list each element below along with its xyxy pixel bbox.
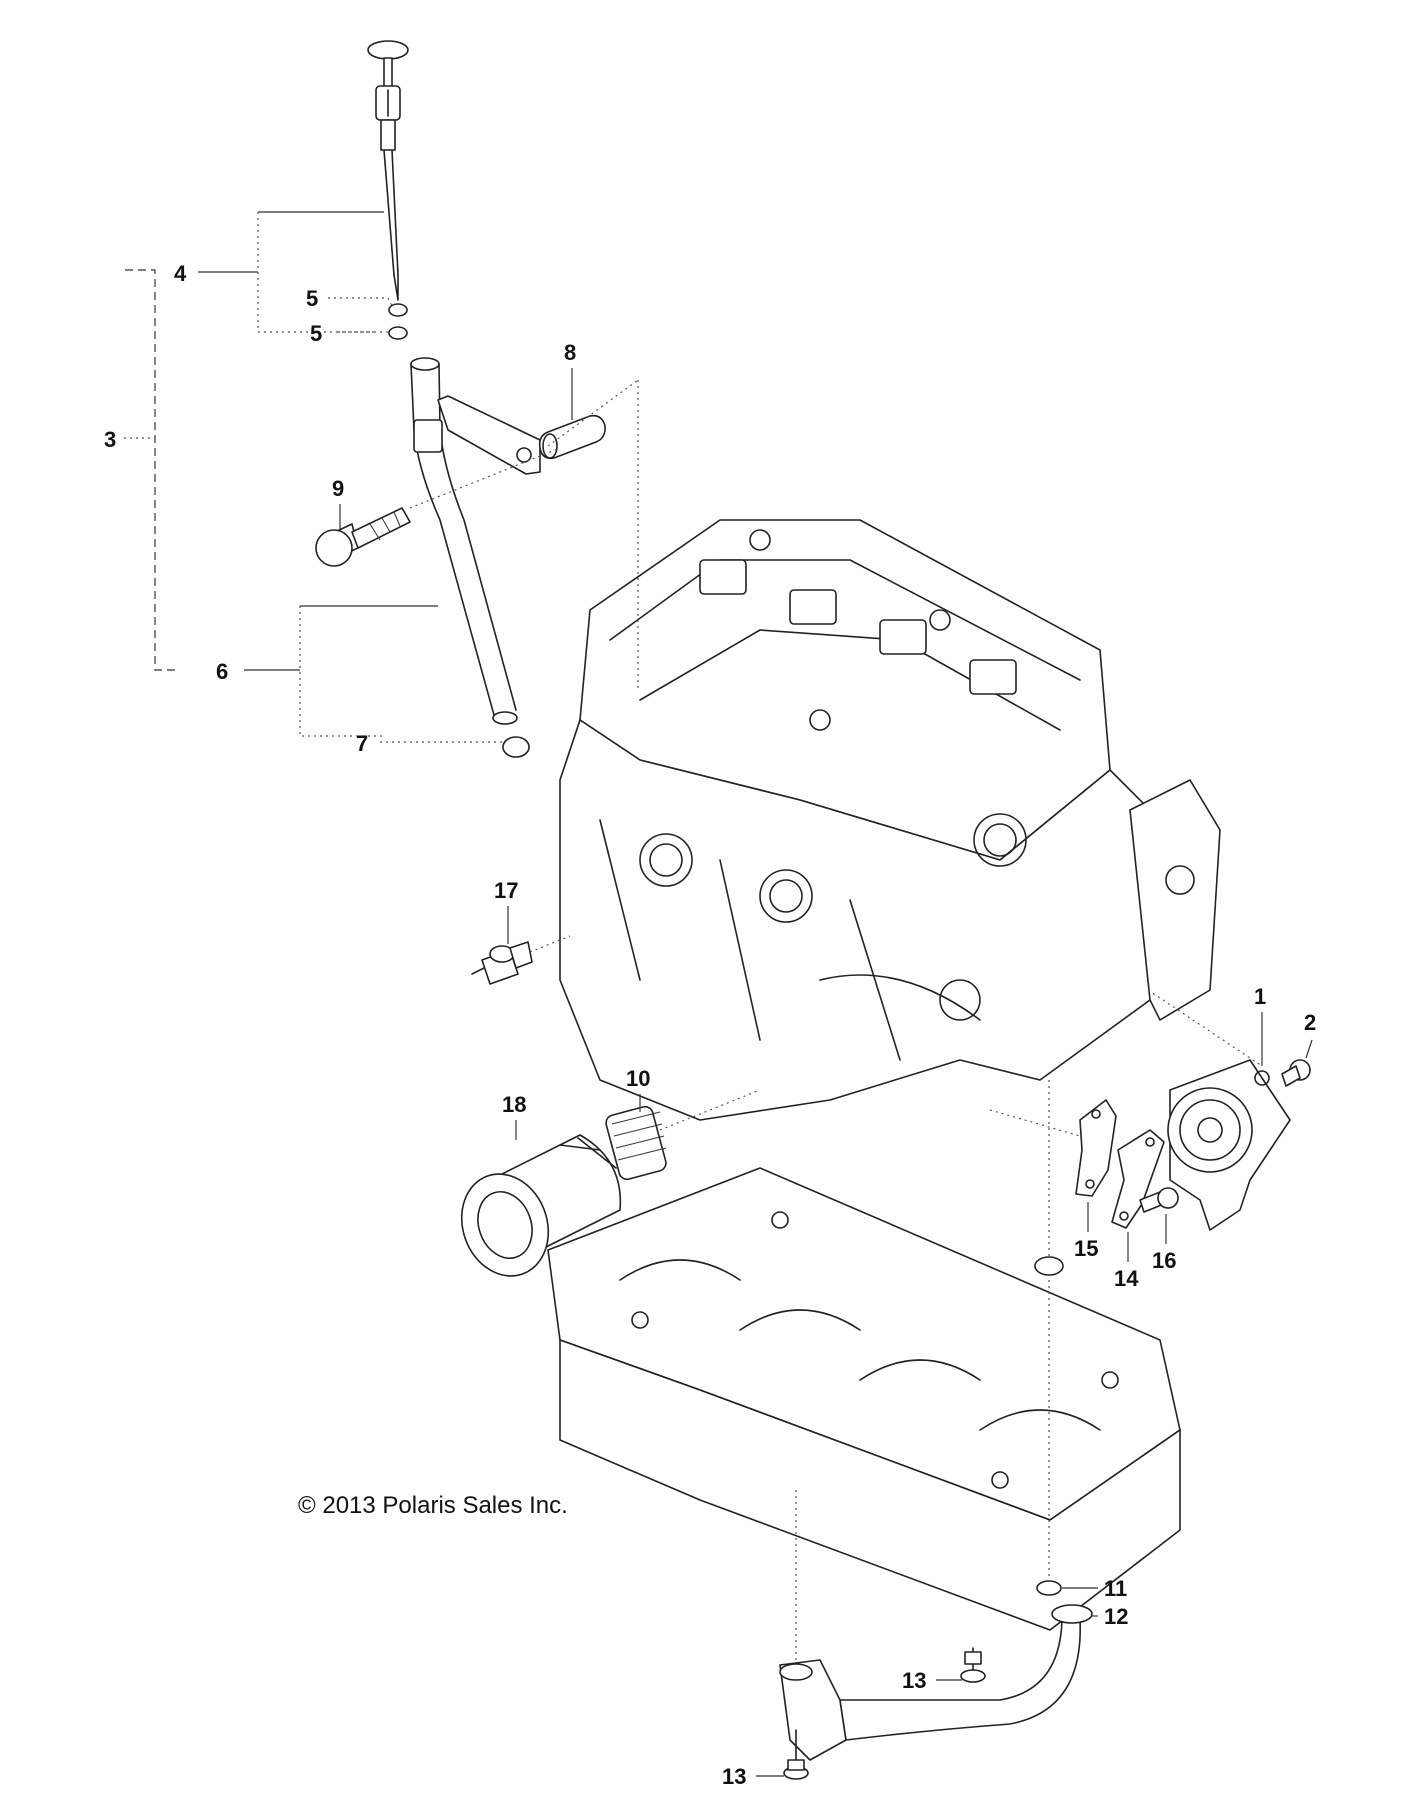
bolt-9 (315, 507, 411, 567)
tube-o-ring (502, 736, 530, 758)
callout-18: 18 (502, 1092, 526, 1117)
callout-5-upper: 5 (306, 286, 318, 311)
callout-8: 8 (564, 340, 576, 365)
callout-13-lower: 13 (722, 1764, 746, 1789)
callout-3: 3 (104, 427, 116, 452)
engine-cylinder-head (579, 519, 1111, 861)
callout-15: 15 (1074, 1236, 1098, 1261)
bolt-2 (1281, 1059, 1311, 1087)
callout-11: 11 (1104, 1576, 1127, 1601)
callout-7: 7 (356, 731, 368, 756)
engine-crankcase (559, 719, 1221, 1121)
oil-pressure-switch (471, 941, 533, 985)
callout-17: 17 (494, 878, 518, 903)
callout-10: 10 (626, 1066, 650, 1091)
callout-14: 14 (1114, 1266, 1139, 1291)
dowel-pin (538, 414, 606, 460)
callout-1: 1 (1254, 984, 1266, 1009)
callout-12: 12 (1104, 1604, 1128, 1629)
bolt-13-upper (960, 1647, 986, 1683)
oil-pan (547, 1167, 1181, 1631)
pan-o-ring (1034, 1256, 1064, 1276)
oil-pump (1167, 1059, 1291, 1231)
dipstick-tube (410, 357, 541, 725)
copyright-notice: © 2013 Polaris Sales Inc. (298, 1492, 568, 1519)
leader-lines (124, 211, 1313, 1777)
callout-6: 6 (216, 659, 228, 684)
plate-14 (1111, 1129, 1165, 1229)
callout-2: 2 (1304, 1010, 1316, 1035)
strainer-spring (605, 1105, 667, 1181)
dipstick (367, 40, 409, 301)
pickup-o-ring (1036, 1580, 1062, 1596)
callout-16: 16 (1152, 1248, 1176, 1273)
callout-9: 9 (332, 476, 344, 501)
callout-13-upper: 13 (902, 1668, 926, 1693)
callout-5-lower: 5 (310, 321, 322, 346)
bolt-16 (1139, 1187, 1179, 1213)
bolt-13-lower (783, 1729, 809, 1780)
oil-filter (460, 1134, 622, 1277)
callout-4: 4 (174, 261, 187, 286)
callouts: 1 2 3 4 5 5 6 7 8 9 10 11 12 13 13 14 15… (104, 261, 1316, 1789)
dipstick-o-rings (388, 303, 408, 340)
plate-15 (1075, 1099, 1117, 1197)
